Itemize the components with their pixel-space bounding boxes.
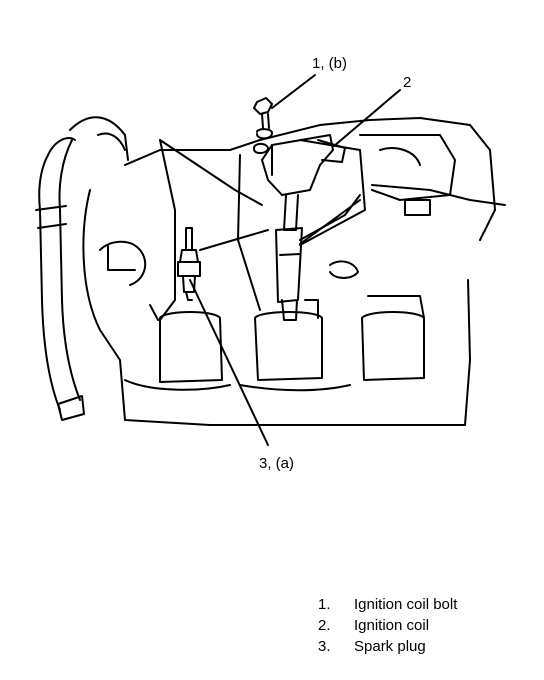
hose bbox=[35, 116, 129, 421]
legend-item: 1. Ignition coil bolt bbox=[318, 594, 457, 615]
engine-block bbox=[82, 117, 506, 426]
legend-number: 3. bbox=[318, 638, 331, 655]
callout-3: 3, (a) bbox=[259, 455, 295, 472]
legend-item: 3. Spark plug bbox=[318, 636, 457, 657]
legend-label: Ignition coil bolt bbox=[354, 596, 458, 613]
legend-number: 2. bbox=[318, 617, 331, 634]
legend-label: Spark plug bbox=[354, 638, 426, 655]
legend-label: Ignition coil bbox=[354, 617, 430, 634]
callout-1: 1, (b) bbox=[312, 55, 348, 72]
leader-lines bbox=[189, 74, 401, 446]
ignition-coil bbox=[261, 134, 346, 321]
legend: 1. Ignition coil bolt 2. Ignition coil 3… bbox=[318, 594, 457, 657]
legend-number: 1. bbox=[318, 596, 331, 613]
callout-2: 2 bbox=[403, 74, 412, 91]
spark-plug bbox=[177, 227, 201, 301]
cover-bosses bbox=[124, 295, 425, 392]
head-cover bbox=[159, 139, 366, 321]
legend-item: 2. Ignition coil bbox=[318, 615, 457, 636]
coil-bolt bbox=[253, 97, 273, 154]
